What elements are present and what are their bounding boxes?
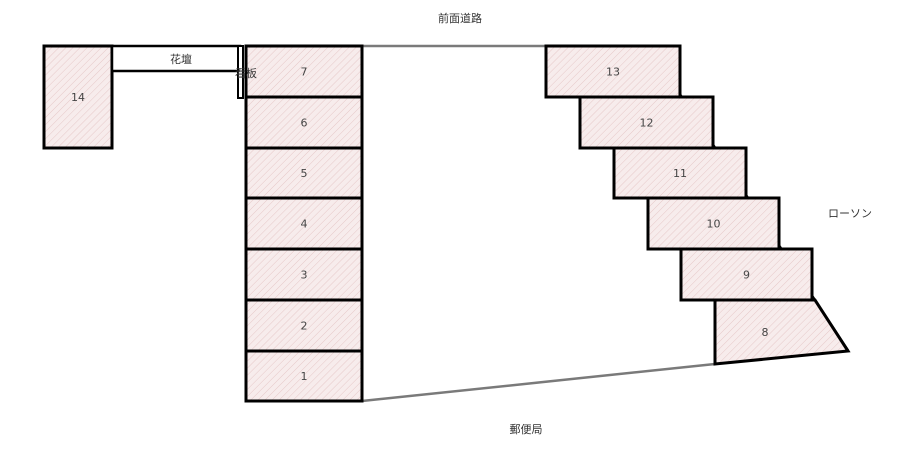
parking-spot-12: 12 bbox=[578, 95, 715, 150]
parking-spot-5-box bbox=[244, 146, 364, 200]
parking-spot-8-number: 8 bbox=[762, 326, 769, 339]
parking-spot-2-box bbox=[244, 298, 364, 353]
parking-spot-12-number: 12 bbox=[640, 117, 654, 130]
parking-spot-4-box bbox=[244, 196, 364, 251]
parking-spot-7-box bbox=[244, 44, 364, 99]
parking-spot-5-number: 5 bbox=[301, 167, 308, 180]
parking-spot-2: 2 bbox=[244, 298, 364, 353]
post-office-label: 郵便局 bbox=[510, 423, 543, 436]
parking-spot-8-box bbox=[713, 298, 851, 366]
parking-spot-3: 3 bbox=[244, 247, 364, 302]
parking-spot-8: 8 bbox=[713, 298, 851, 366]
parking-spot-6-number: 6 bbox=[301, 117, 308, 130]
front-road-label: 前面道路 bbox=[438, 11, 482, 25]
parking-spot-9: 9 bbox=[679, 247, 814, 302]
signboard bbox=[237, 45, 244, 99]
parking-spot-14-number: 14 bbox=[71, 91, 85, 104]
parking-spot-11: 11 bbox=[612, 146, 748, 200]
parking-spot-1: 1 bbox=[244, 349, 364, 403]
parking-spot-6: 6 bbox=[244, 95, 364, 150]
parking-spot-2-number: 2 bbox=[301, 320, 308, 333]
signboard-label: 看板 bbox=[235, 66, 257, 80]
parking-spot-7: 7 bbox=[244, 44, 364, 99]
parking-spot-1-number: 1 bbox=[301, 370, 308, 383]
parking-spot-13-box bbox=[544, 44, 682, 99]
lot-boundary bbox=[361, 44, 716, 403]
parking-spot-1-box bbox=[244, 349, 364, 403]
parking-spot-10-number: 10 bbox=[707, 218, 721, 231]
parking-spot-9-box bbox=[679, 247, 814, 302]
parking-spot-3-number: 3 bbox=[301, 269, 308, 282]
parking-spot-10: 10 bbox=[646, 196, 781, 251]
parking-spot-12-box bbox=[578, 95, 715, 150]
lawson-label: ローソン bbox=[828, 207, 872, 220]
parking-spot-13: 13 bbox=[544, 44, 682, 99]
parking-spot-13-number: 13 bbox=[606, 66, 620, 79]
parking-spot-11-number: 11 bbox=[673, 167, 687, 180]
parking-spot-14: 14 bbox=[42, 44, 114, 150]
parking-spot-7-number: 7 bbox=[301, 66, 308, 79]
boundary-bottom bbox=[361, 362, 716, 403]
parking-spot-4: 4 bbox=[244, 196, 364, 251]
parking-spot-14-box bbox=[42, 44, 114, 150]
parking-spot-10-box bbox=[646, 196, 781, 251]
parking-spot-5: 5 bbox=[244, 146, 364, 200]
parking-spot-4-number: 4 bbox=[301, 218, 308, 231]
parking-spot-9-number: 9 bbox=[743, 269, 750, 282]
flower-bed-label: 花壇 bbox=[170, 52, 192, 66]
